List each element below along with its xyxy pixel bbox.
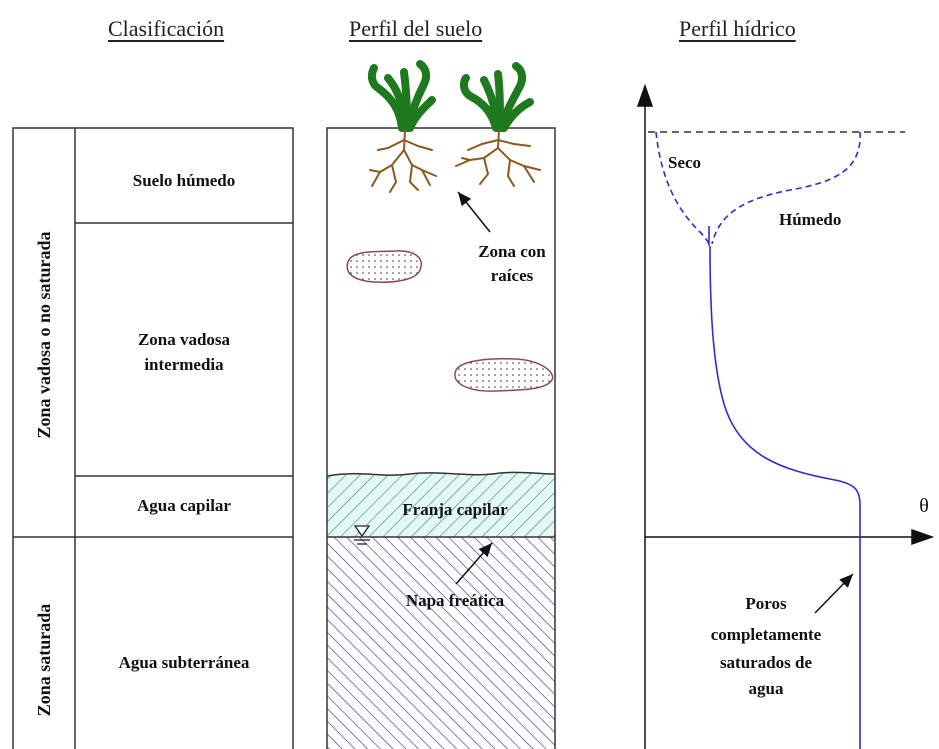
label-pores-2: completamente xyxy=(711,625,822,644)
label-capillary-water: Agua capilar xyxy=(137,496,231,515)
label-root-zone-2: raíces xyxy=(491,266,534,285)
soil-profile-column xyxy=(327,128,555,749)
label-groundwater: Agua subterránea xyxy=(119,653,250,672)
label-pores-4: agua xyxy=(749,679,784,698)
label-intermediate-2: intermedia xyxy=(144,355,224,374)
label-wet-soil: Suelo húmedo xyxy=(133,171,236,190)
label-vadose-zone: Zona vadosa o no saturada xyxy=(34,231,54,438)
label-pores-3: saturados de xyxy=(720,653,813,672)
label-water-table: Napa freática xyxy=(406,591,505,610)
saturated-zone-area xyxy=(327,537,555,749)
stone-2 xyxy=(455,359,553,391)
label-dry: Seco xyxy=(668,153,701,172)
equilibrium-profile-curve xyxy=(710,246,860,749)
label-intermediate-1: Zona vadosa xyxy=(138,330,231,349)
pores-arrow xyxy=(815,574,853,613)
water-profile-axes xyxy=(638,86,932,749)
plant-right-icon xyxy=(456,66,540,186)
label-capillary-fringe: Franja capilar xyxy=(402,500,508,519)
root-zone-arrow xyxy=(458,192,490,232)
dry-profile-curve xyxy=(656,132,709,244)
label-pores-1: Poros xyxy=(745,594,787,613)
stone-1 xyxy=(347,251,421,282)
label-theta-axis: θ xyxy=(919,495,929,517)
label-saturated-zone: Zona saturada xyxy=(34,604,54,717)
label-root-zone-1: Zona con xyxy=(478,242,546,261)
label-wet: Húmedo xyxy=(779,210,841,229)
